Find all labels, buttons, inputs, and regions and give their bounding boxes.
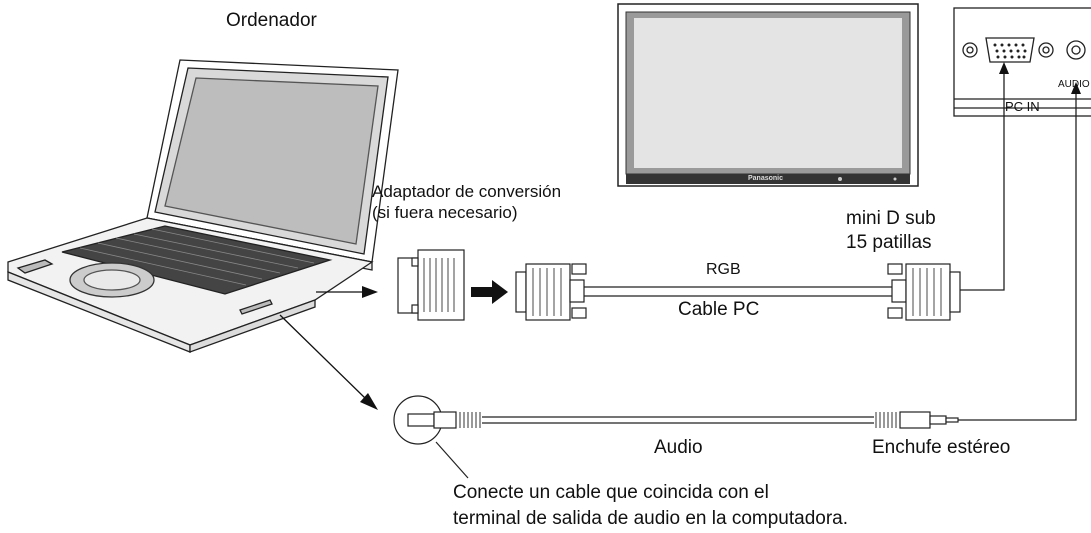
pc-cable-right-connector — [887, 263, 961, 321]
laptop-illustration — [7, 59, 399, 353]
note-leader-line — [435, 441, 469, 479]
connect-arrow — [471, 280, 508, 304]
pc-cable-label: Cable PC — [678, 299, 760, 320]
audio-label: Audio — [654, 437, 703, 458]
connector-label-line1: mini D sub — [846, 208, 936, 229]
note-line2: terminal de salida de audio en la comput… — [453, 508, 849, 529]
pc-cable-left-connector — [515, 263, 587, 321]
stereo-plug-label: Enchufe estéreo — [872, 437, 1011, 458]
connector-panel — [953, 7, 1091, 117]
adapter-label-line2: (si fuera necesario) — [372, 203, 518, 222]
note-line1: Conecte un cable que coincida con el — [453, 482, 769, 503]
pc-cable — [584, 286, 892, 297]
computer-label: Ordenador — [226, 10, 317, 31]
rgb-label: RGB — [706, 261, 741, 278]
connector-label-line2: 15 patillas — [846, 232, 932, 253]
arrow-to-adapter — [316, 286, 378, 298]
audio-route-line — [958, 82, 1081, 421]
rgb-route-line — [960, 62, 1009, 291]
plasma-display — [617, 3, 919, 187]
panel-audio-label: AUDIO — [1058, 79, 1090, 90]
conversion-adapter — [397, 249, 465, 321]
arrow-to-audio — [279, 314, 378, 410]
adapter-label-line1: Adaptador de conversión — [372, 182, 562, 201]
display-brand-logo: Panasonic — [748, 175, 784, 182]
audio-cable — [393, 395, 959, 445]
panel-pc-in-label: PC IN — [1005, 99, 1040, 114]
